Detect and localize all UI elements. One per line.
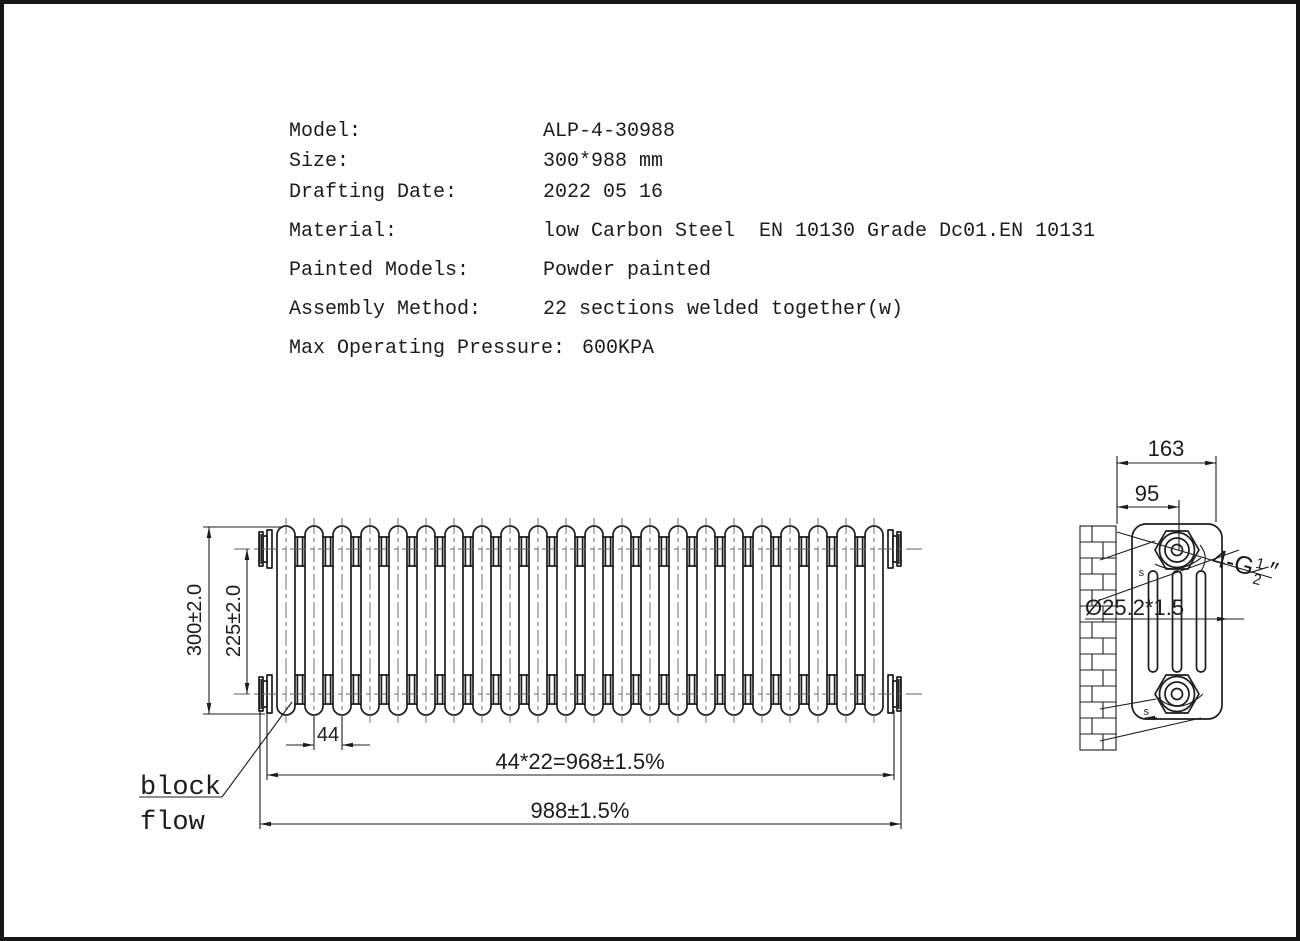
tube-size-label: Ø25.2*1.5 <box>1085 595 1184 620</box>
note-flow: flow <box>140 808 205 838</box>
side-view-labels: 163 95 Ø25.2*1.5 s s 4-G 1 2 ″ <box>1085 436 1281 719</box>
fraction-bar <box>1250 566 1269 573</box>
dim-sections-total-label: 44*22=968±1.5% <box>495 749 664 774</box>
dim-wall-to-center-label: 95 <box>1135 481 1159 506</box>
spec-value-max-pressure: 600KPA <box>582 337 655 360</box>
dim-center-height-label: 225±2.0 <box>223 585 245 657</box>
spec-row-assembly-method: Assembly Method: 22 sections welded toge… <box>4 299 903 321</box>
spec-row-painted-models: Painted Models: Powder painted <box>4 260 711 282</box>
dim-depth-overall-label: 163 <box>1148 436 1185 461</box>
spec-label-size: Size: <box>289 150 350 173</box>
spec-row-model: Model: ALP-4-30988 <box>4 121 675 143</box>
marker-top-s: s <box>1138 568 1145 580</box>
note-block: block <box>140 773 221 803</box>
radiator-front-view-geometry <box>139 518 926 829</box>
dim-section-pitch-label: 44 <box>317 724 339 746</box>
spec-label-material: Material: <box>289 220 398 243</box>
spec-label-assembly-method: Assembly Method: <box>289 298 482 321</box>
thread-fraction-denominator: 2 <box>1251 571 1263 590</box>
radiator-side-view-geometry <box>1079 456 1273 751</box>
spec-value-size: 300*988 mm <box>543 150 664 173</box>
spec-row-max-pressure: Max Operating Pressure: 600KPA <box>4 338 654 360</box>
spec-value-model: ALP-4-30988 <box>543 120 676 143</box>
technical-drawing: 300±2.0 225±2.0 44 44*22=968±1.5% 988±1.… <box>139 436 1281 838</box>
thread-unit-mark: ″ <box>1265 557 1281 586</box>
marker-bottom-s: s <box>1143 707 1150 719</box>
spec-label-drafting-date: Drafting Date: <box>289 181 458 204</box>
dim-overall-height-label: 300±2.0 <box>184 584 206 656</box>
spec-value-painted-models: Powder painted <box>543 259 712 282</box>
spec-row-material: Material: low Carbon Steel EN 10130 Grad… <box>4 221 1095 243</box>
spec-row-drafting-date: Drafting Date: 2022 05 16 <box>4 182 663 204</box>
front-view-labels: 300±2.0 225±2.0 44 44*22=968±1.5% 988±1.… <box>140 584 665 838</box>
spec-block: Model: ALP-4-30988 Size: 300*988 mm Draf… <box>4 4 1296 937</box>
spec-value-material: low Carbon Steel EN 10130 Grade Dc01.EN … <box>543 220 1096 243</box>
spec-value-assembly-method: 22 sections welded together(w) <box>543 298 904 321</box>
spec-label-painted-models: Painted Models: <box>289 259 470 282</box>
spec-value-drafting-date: 2022 05 16 <box>543 181 664 204</box>
spec-row-size: Size: 300*988 mm <box>4 151 663 173</box>
dim-overall-width-label: 988±1.5% <box>531 798 630 823</box>
spec-label-model: Model: <box>289 120 362 143</box>
spec-label-max-pressure: Max Operating Pressure: <box>289 337 566 360</box>
